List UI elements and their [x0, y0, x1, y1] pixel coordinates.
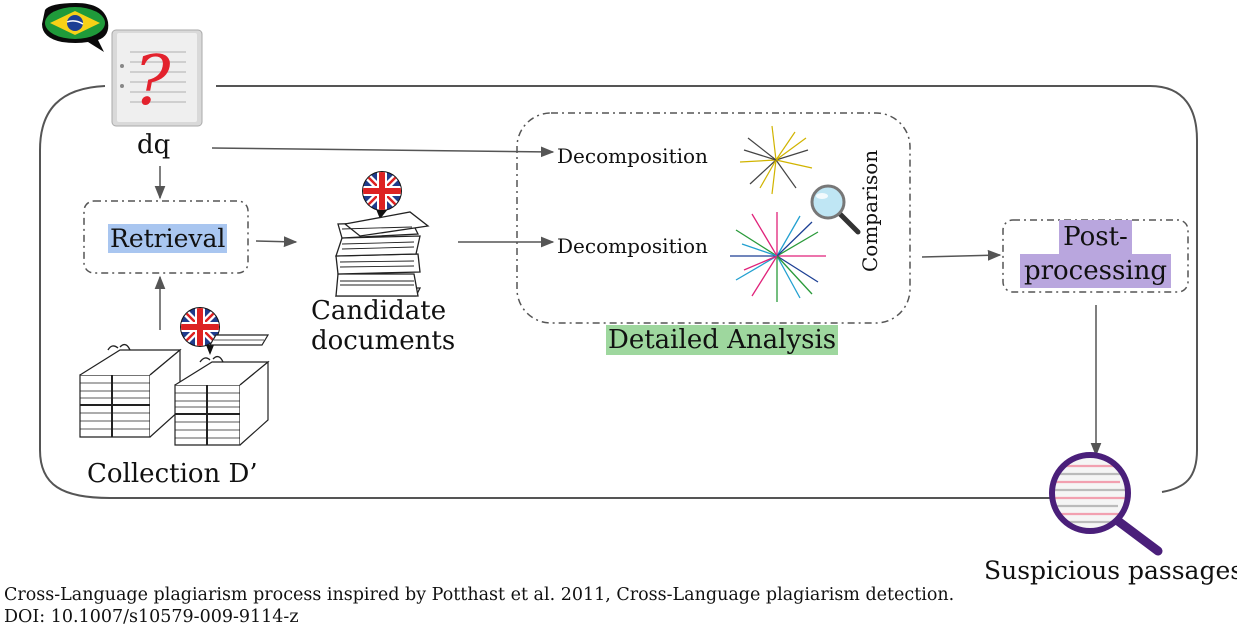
candidate-label-line1: Candidate — [311, 296, 447, 326]
candidate-label-line2: documents — [311, 326, 456, 356]
outer-loop — [39, 85, 1055, 499]
retrieval-label: Retrieval — [108, 224, 228, 253]
uk-flag-icon — [180, 307, 220, 355]
suspicious-passages-label: Suspicious passages — [984, 556, 1237, 585]
star-vectors-icon — [730, 212, 826, 302]
arrow-analysis-to-postprocessing — [921, 249, 1002, 261]
detailed-analysis-text: Detailed Analysis — [606, 325, 839, 355]
decomposition-top-label: Decomposition — [557, 144, 708, 168]
retrieval-label-text: Retrieval — [108, 224, 228, 253]
magnifier-icon — [1049, 452, 1163, 556]
figure-caption: Cross-Language plagiarism process inspir… — [4, 584, 954, 628]
brazil-flag-icon — [42, 3, 109, 52]
arrow-dq-to-decomposition — [211, 146, 555, 158]
caption-line2: DOI: 10.1007/s10579-009-9114-z — [4, 607, 299, 627]
postprocessing-box — [1002, 219, 1189, 293]
collection-label: Collection D’ — [87, 459, 258, 489]
detailed-analysis-box — [516, 112, 911, 324]
uk-flag-icon — [362, 171, 402, 219]
paper-stack-icon — [79, 334, 270, 446]
comparison-label: Comparison — [858, 149, 882, 272]
candidate-documents-label: Candidate documents — [311, 296, 455, 356]
detailed-analysis-label: Detailed Analysis — [606, 325, 839, 355]
magnifier-icon — [810, 184, 861, 235]
decomposition-bottom-label: Decomposition — [557, 234, 708, 258]
caption-line1: Cross-Language plagiarism process inspir… — [4, 585, 955, 605]
query-label: dq — [137, 130, 171, 160]
svg-text:?: ? — [134, 42, 171, 121]
paper-stack-icon — [334, 211, 430, 297]
postprocessing-line2: processing — [1019, 254, 1172, 288]
retrieval-box — [83, 200, 249, 274]
question-document-icon: ? — [111, 29, 203, 127]
outer-loop-right — [216, 85, 1198, 493]
arrow-retrieval-to-candidates — [255, 236, 298, 248]
star-vectors-icon — [739, 125, 813, 195]
postprocessing-label: Post- processing — [1003, 220, 1188, 292]
postprocessing-line1: Post- — [1059, 220, 1132, 254]
